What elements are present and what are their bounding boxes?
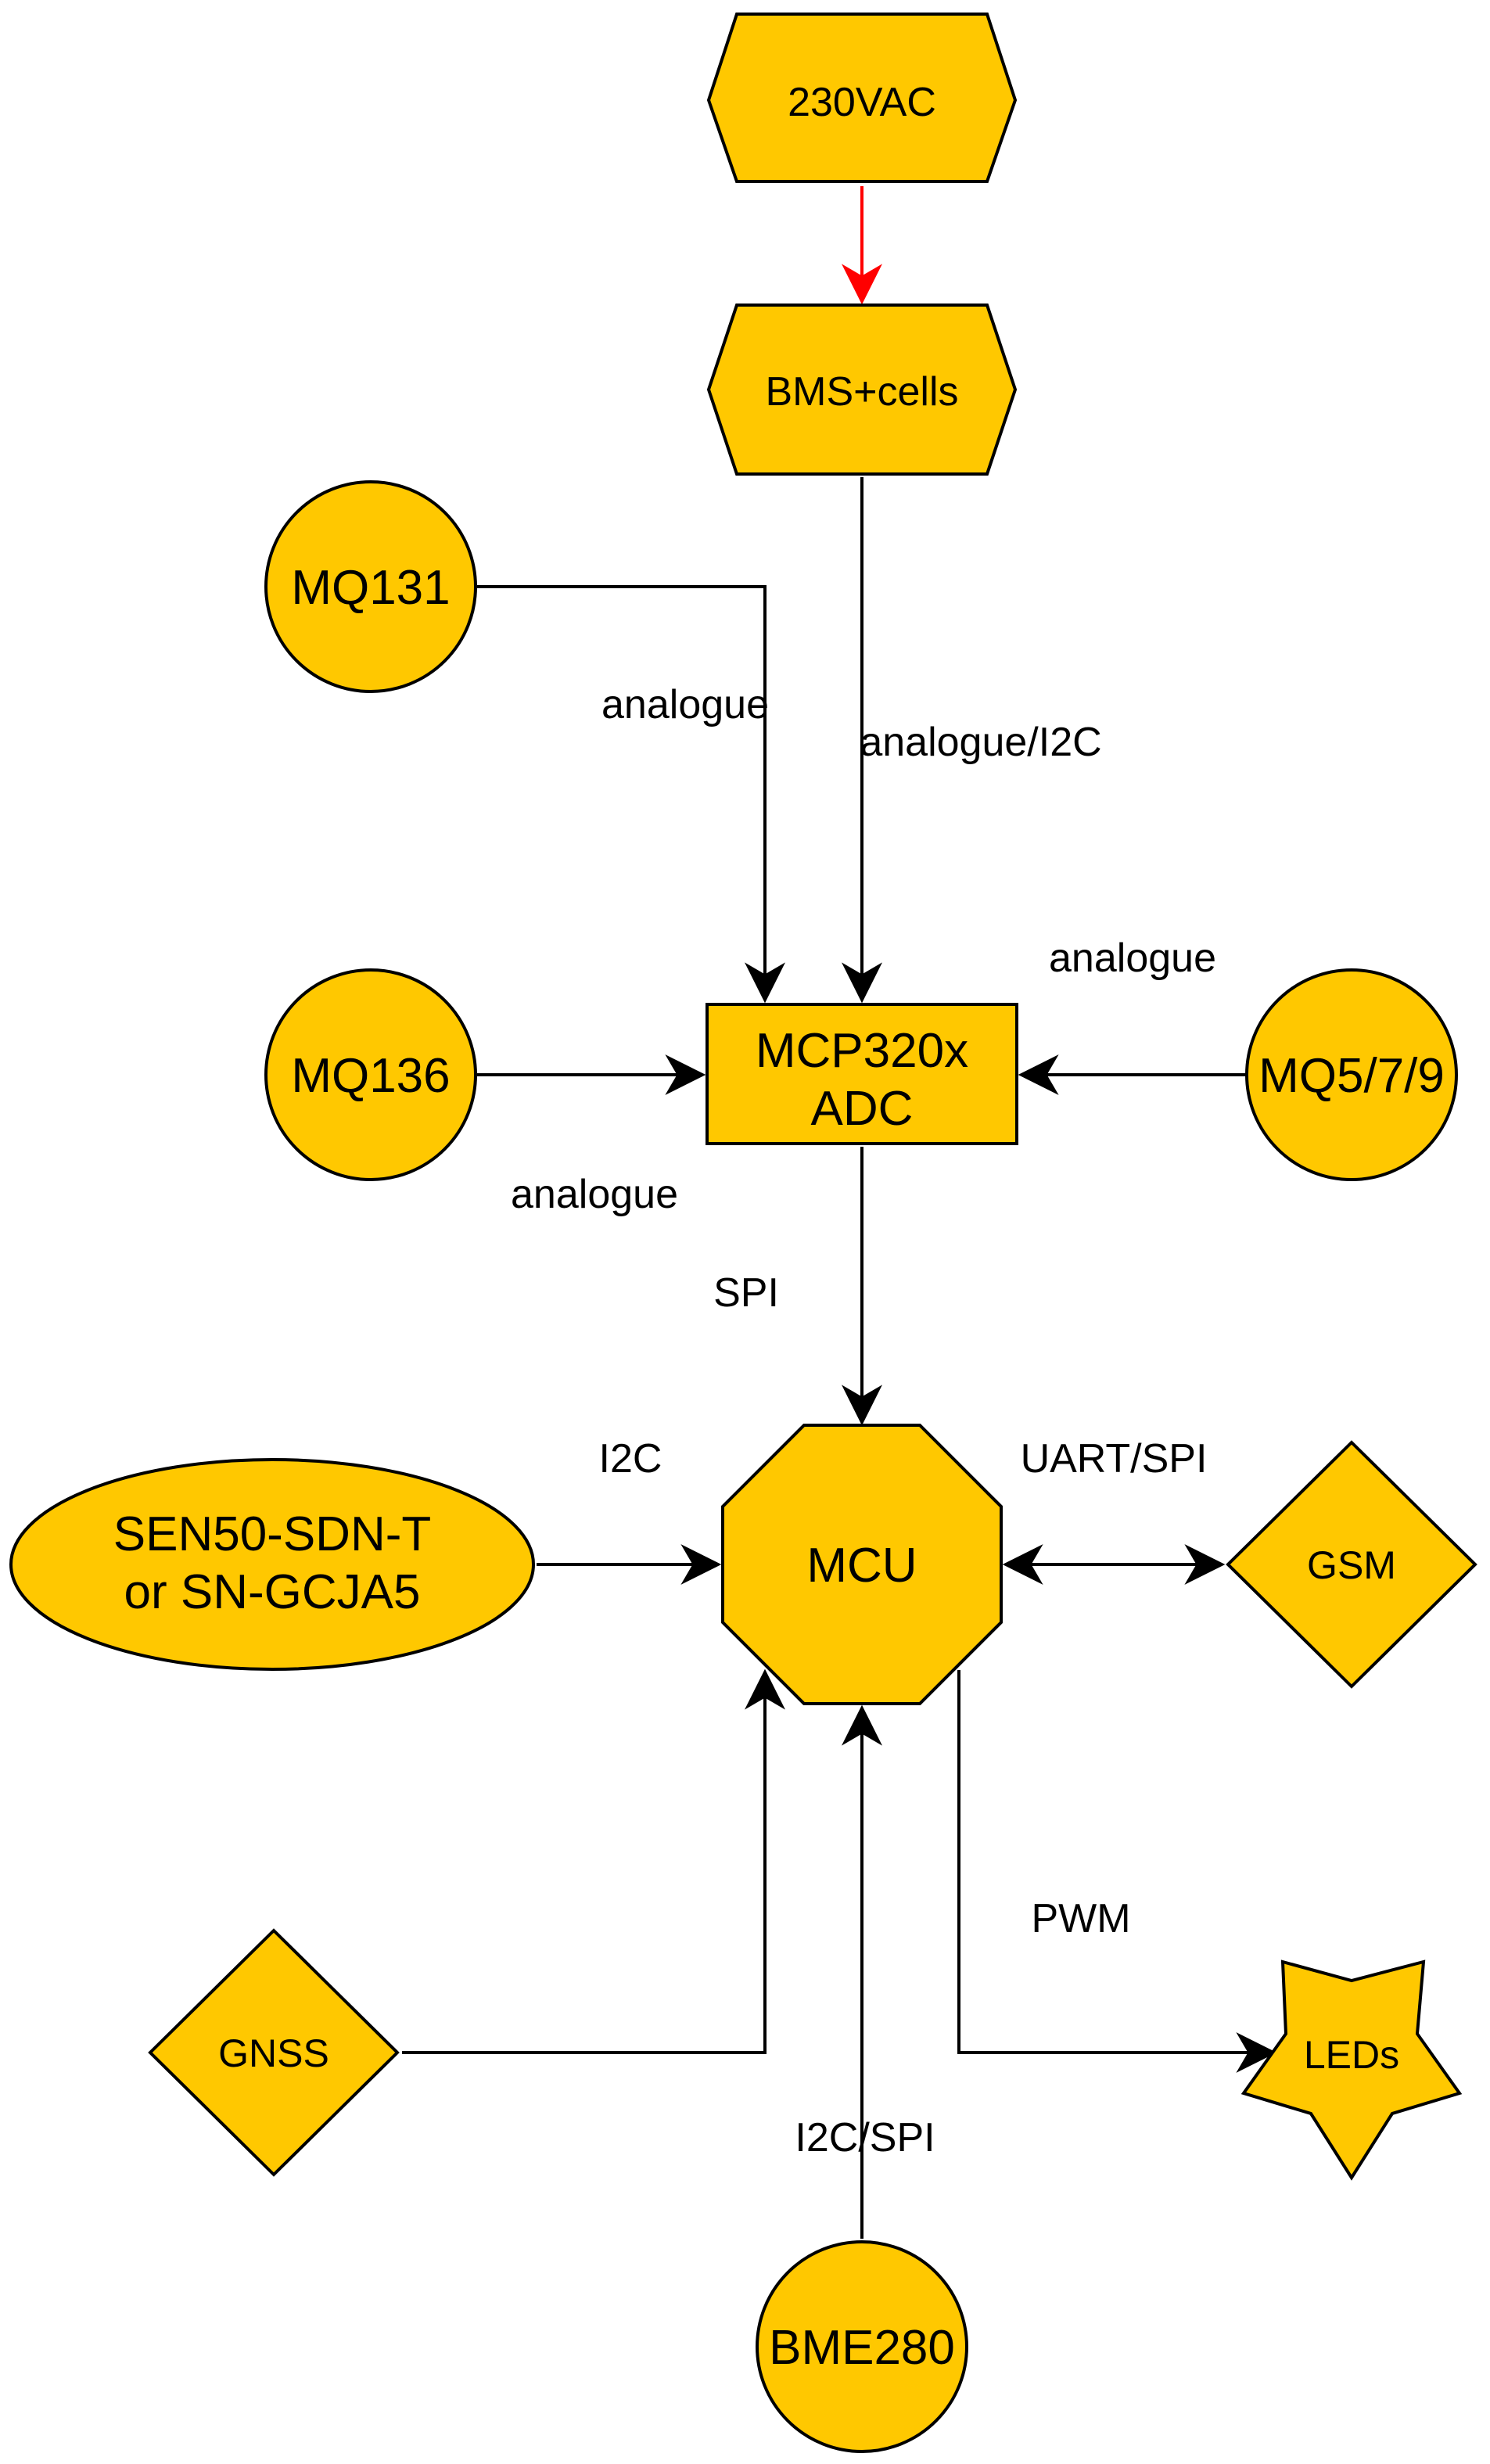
mcu-label: MCU xyxy=(806,1539,917,1593)
label-mq579-adc: analogue xyxy=(1049,936,1216,981)
230vac-shape xyxy=(706,13,1018,183)
node-mq5-7-9: MQ5/7/9 xyxy=(1245,968,1458,1181)
gsm-label: GSM xyxy=(1307,1543,1396,1587)
mq579-label: MQ5/7/9 xyxy=(1258,1049,1445,1103)
node-sen50: SEN50-SDN-T or SN-GCJA5 xyxy=(9,1458,535,1671)
gsm-shape xyxy=(1226,1440,1477,1689)
label-mq131-adc: analogue xyxy=(601,682,769,727)
sen50-label-line2: or SN-GCJA5 xyxy=(124,1565,421,1619)
label-adc-mcu: SPI xyxy=(713,1270,779,1316)
adc-shape xyxy=(706,1003,1018,1145)
node-bms-cells: BMS+cells xyxy=(706,304,1018,476)
bms-label: BMS+cells xyxy=(765,369,958,415)
bme280-shape xyxy=(756,2240,968,2453)
adc-label-line1: MCP320x xyxy=(756,1024,968,1078)
sen50-label-line1: SEN50-SDN-T xyxy=(113,1507,432,1561)
mq136-shape xyxy=(264,968,477,1181)
adc-label-line2: ADC xyxy=(811,1082,914,1136)
leds-label: LEDs xyxy=(1304,2033,1399,2077)
label-bms-adc: analogue/I2C xyxy=(860,720,1101,765)
edge-labels: analogue analogue/I2C analogue analogue … xyxy=(511,682,1216,2160)
gnss-shape xyxy=(148,1928,400,2177)
node-230vac: 230VAC xyxy=(706,13,1018,183)
bms-shape xyxy=(706,304,1018,476)
sen50-shape xyxy=(9,1458,535,1671)
230vac-label: 230VAC xyxy=(788,80,936,125)
node-mcu: MCU xyxy=(721,1424,1003,1705)
node-gsm: GSM xyxy=(1226,1440,1477,1689)
gnss-label: GNSS xyxy=(218,2031,329,2075)
node-leds: LEDs xyxy=(1240,1959,1463,2181)
node-mcp320x-adc: MCP320x ADC xyxy=(706,1003,1018,1145)
mcu-shape xyxy=(721,1424,1003,1705)
node-bme280: BME280 xyxy=(756,2240,968,2453)
edges xyxy=(402,186,1277,2239)
edge-gnss-to-mcu xyxy=(402,1668,785,2054)
edge-mcu-to-leds xyxy=(957,1670,1277,2073)
label-mq136-adc: analogue xyxy=(511,1172,678,1217)
mq136-label: MQ136 xyxy=(291,1049,450,1103)
mq131-shape xyxy=(264,480,477,693)
node-mq131: MQ131 xyxy=(264,480,477,693)
edge-mq131-to-adc xyxy=(477,585,785,1004)
leds-star-shape xyxy=(1240,1959,1463,2181)
label-mcu-gsm: UART/SPI xyxy=(1021,1436,1208,1482)
node-gnss: GNSS xyxy=(148,1928,400,2177)
label-sen-mcu: I2C xyxy=(599,1436,662,1482)
mq131-label: MQ131 xyxy=(291,561,450,615)
label-bme-mcu: I2C/SPI xyxy=(795,2115,935,2160)
node-mq136: MQ136 xyxy=(264,968,477,1181)
mq579-shape xyxy=(1245,968,1458,1181)
label-mcu-leds: PWM xyxy=(1031,1896,1130,1941)
bme280-label: BME280 xyxy=(769,2321,955,2375)
